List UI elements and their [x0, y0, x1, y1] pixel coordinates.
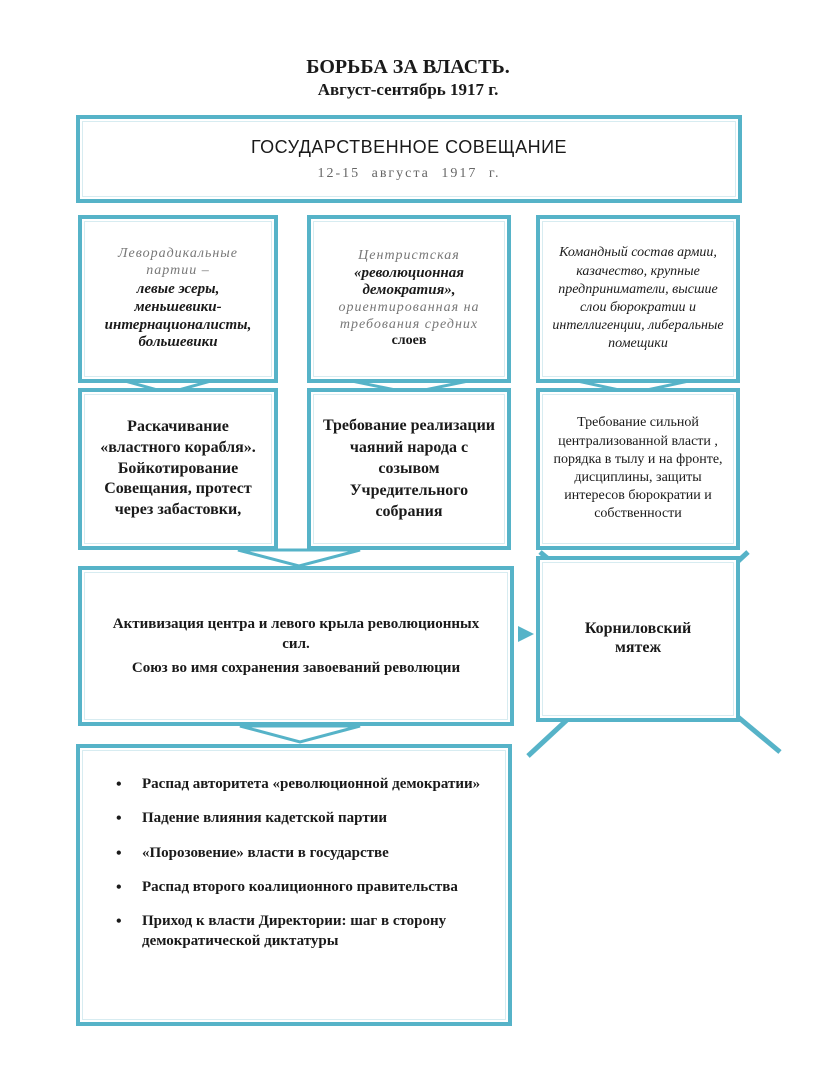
command-staff-box: Командный состав армии, казачество, круп… [536, 215, 740, 383]
arrow-to-kornilov [518, 626, 534, 642]
center-group-tail-text: слоев [391, 333, 427, 349]
kornilov-revolt-box: Корниловский мятеж [536, 556, 740, 722]
connector-arrow-merge [237, 548, 361, 568]
result-item: Распад авторитета «революционной демокра… [116, 774, 508, 796]
connector-arrow-activation [239, 724, 361, 744]
centrist-democracy-box: Центристская «революционная демократия»,… [307, 215, 511, 383]
right-demand-text: Требование сильной централизованной влас… [553, 415, 723, 522]
left-radical-parties-box: Леворадикальные партии – левые эсеры, ме… [78, 215, 278, 383]
result-item: Падение влияния кадетской партии [116, 808, 508, 830]
left-group-bold-text: левые эсеры, меньшевики-интернационалист… [104, 281, 252, 351]
center-group-bold-text: «революционная демократия», [353, 264, 464, 299]
left-demand-box: Раскачивание «властного корабля». Бойкот… [78, 388, 278, 550]
activation-box: Активизация центра и левого крыла револю… [78, 566, 514, 726]
left-group-light-text: Леворадикальные партии – [118, 246, 238, 278]
center-demand-box: Требование реализации чаяний народа с со… [307, 388, 511, 550]
right-demand-box: Требование сильной централизованной влас… [536, 388, 740, 550]
diagram-subtitle: Август-сентябрь 1917 г. [317, 80, 499, 99]
results-list: Распад авторитета «революционной демокра… [80, 774, 508, 952]
center-group-light-text-1: Центристская [358, 248, 460, 264]
results-box: Распад авторитета «революционной демокра… [76, 744, 512, 1026]
state-conference-date: 12-15 августа 1917 г. [317, 165, 501, 181]
state-conference-heading: ГОСУДАРСТВЕННОЕ СОВЕЩАНИЕ [250, 136, 568, 157]
right-group-text: Командный состав армии, казачество, круп… [552, 245, 724, 352]
center-group-light-text-2: ориентированная на требования средних [338, 300, 480, 332]
result-item: Распад второго коалиционного правительст… [116, 877, 508, 899]
result-item: «Порозовение» власти в государстве [116, 843, 508, 865]
left-demand-text: Раскачивание «властного корабля». Бойкот… [100, 418, 256, 519]
result-item: Приход к власти Директории: шаг в сторон… [116, 911, 508, 952]
kornilov-revolt-text: Корниловский мятеж [584, 620, 692, 656]
activation-line-2: Союз во имя сохранения завоеваний револю… [131, 660, 461, 677]
center-demand-text: Требование реализации чаяний народа с со… [322, 417, 496, 521]
diagram-title: БОРЬБА ЗА ВЛАСТЬ. [306, 56, 510, 78]
activation-line-1: Активизация центра и левого крыла револю… [112, 615, 480, 652]
state-conference-box: ГОСУДАРСТВЕННОЕ СОВЕЩАНИЕ 12-15 августа … [76, 115, 742, 203]
